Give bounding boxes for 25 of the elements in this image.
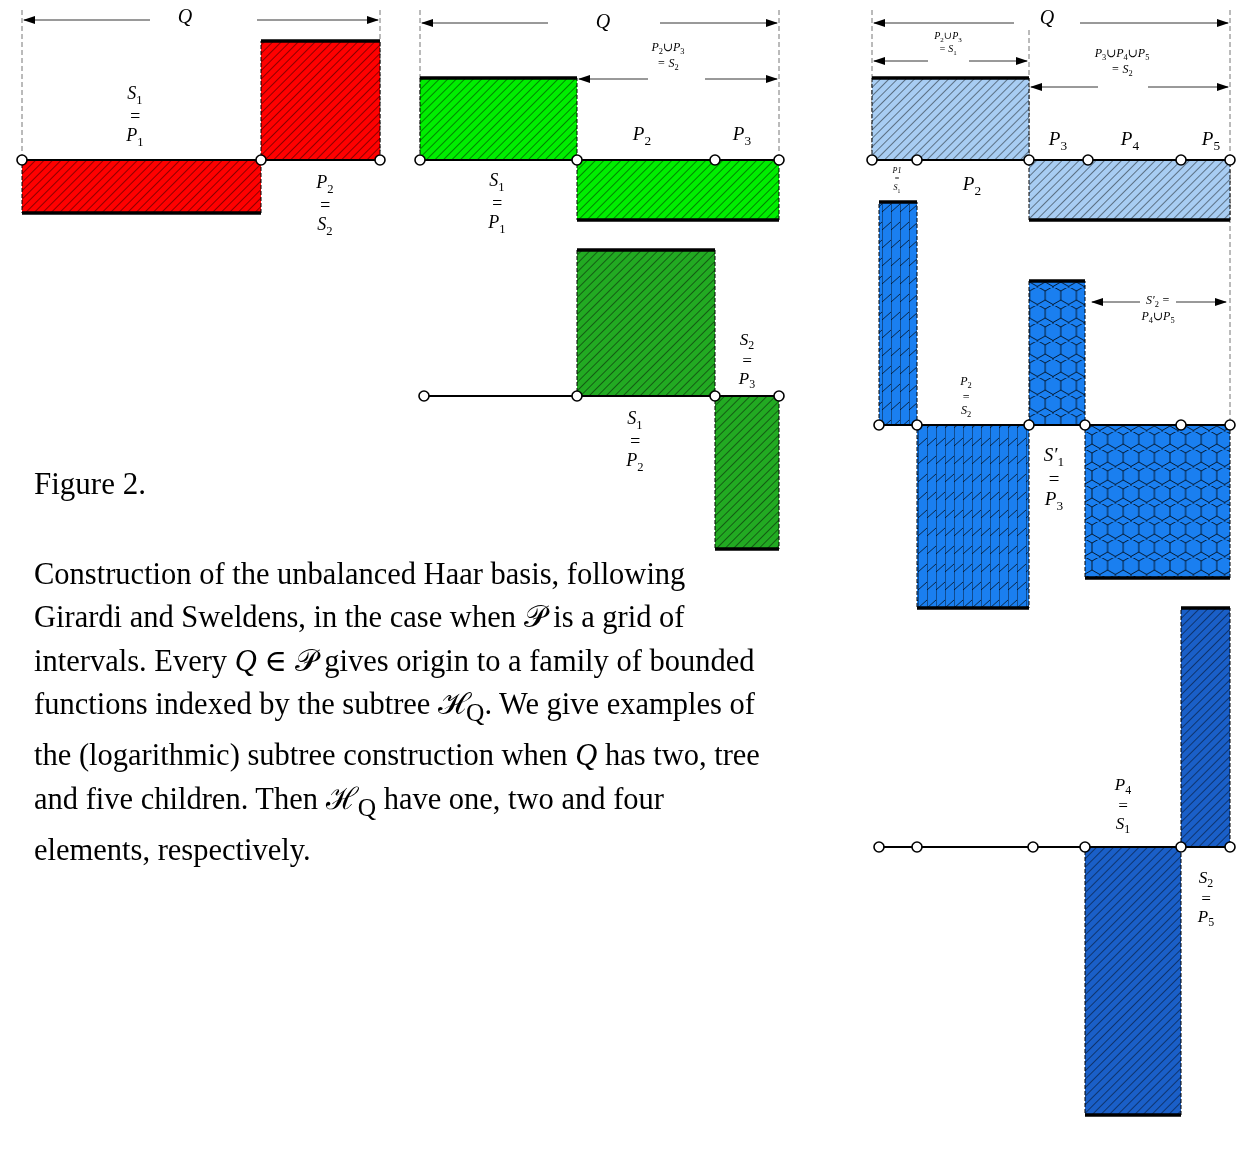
- math-label: S$_{2}$ = P$_{3}$: [738, 331, 756, 391]
- math-label: S′$_{1}$ = P$_{3}$: [1043, 445, 1065, 513]
- math-label: S$_{1}$ = P$_{2}$: [626, 409, 644, 474]
- math-label: Q: [1039, 7, 1055, 28]
- math-label: P$_{3}$: [732, 124, 752, 148]
- math-label: S$_{2}$ = P$_{5}$: [1197, 869, 1215, 929]
- math-label: Q: [177, 6, 193, 27]
- math-label: Q: [595, 11, 611, 32]
- math-label: P$_{2}$∪P$_{3}$ = S$_{1}$: [934, 31, 962, 58]
- math-label: S$_{1}$ = P$_{1}$: [488, 171, 506, 236]
- math-label: P$_{2}$ = S$_{2}$: [316, 173, 334, 238]
- figure-caption: Construction of the unbalanced Haar basis, following Girardi and Sweldens, in the case when 𝒫 is a grid of intervals. Every Q ∈ 𝒫 gives origin to a family of bounded functions indexed by the subtree ℋ$_{Q}$. We give examples of the (logarithmic) subtree construction when Q has two, tree and five children. Then ℋ$_{Q}$ have one, two and four elements, respectively.: [34, 556, 761, 869]
- math-label: P$_{4}$: [1120, 129, 1140, 153]
- figure-title: Figure 2.: [34, 466, 146, 502]
- math-label: P$_{2}$: [962, 174, 982, 198]
- math-label: P$_{2}$ = S$_{2}$: [960, 375, 972, 420]
- math-label: S′$_{2}$ = P$_{4}$∪P$_{5}$: [1141, 294, 1175, 327]
- math-label: P$_{2}$∪P$_{3}$ = S$_{2}$: [651, 41, 685, 74]
- math-label: P$_{5}$: [1201, 129, 1221, 153]
- math-label: P1 = S$_{1}$: [892, 167, 902, 195]
- math-label: P$_{2}$: [632, 124, 652, 148]
- math-label: S$_{1}$ = P$_{1}$: [126, 84, 144, 149]
- math-label: P$_{4}$ = S$_{1}$: [1114, 776, 1132, 836]
- math-label: P$_{3}$: [1048, 129, 1068, 153]
- math-label: P$_{3}$∪P$_{4}$∪P$_{5}$ = S$_{2}$: [1094, 47, 1150, 80]
